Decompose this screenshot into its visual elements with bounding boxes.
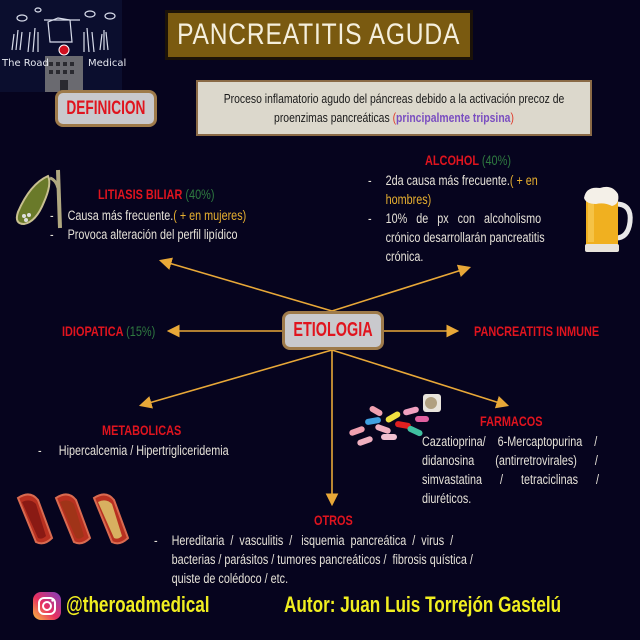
list-item: -Provoca alteración del perfil lipídico: [50, 227, 238, 242]
alcohol-percent: (40%): [481, 152, 511, 168]
section-metabolicas: METABOLICAS: [102, 422, 204, 440]
section-alcohol: ALCOHOL (40%): [425, 152, 535, 170]
farmacos-line: didanosina (antirretrovirales) /: [422, 453, 598, 468]
farmacos-line: diuréticos.: [422, 491, 472, 506]
page-title: PANCREATITIS AGUDA: [177, 18, 461, 51]
arrow-to-alcohol: [331, 264, 472, 312]
paren-open: (: [392, 110, 397, 125]
farmacos-line: Cazatioprina/ 6-Mercaptopurina /: [422, 434, 598, 449]
arrow-to-litiasis: [158, 257, 333, 312]
litiasis-list: -Causa más frecuente. ( + en mujeres) -P…: [50, 206, 246, 244]
section-litiasis-biliar: LITIASIS BILIAR (40%): [98, 186, 247, 204]
author-text: Autor: Juan Luis Torrejón Gastelú: [284, 592, 562, 617]
litiasis-percent: (40%): [185, 186, 215, 202]
list-item: -10% de px con alcoholismo: [368, 211, 542, 226]
definition-main-text: Proceso inflamatorio agudo del páncreas …: [223, 91, 565, 125]
section-idiopatica: IDIOPATICA (15%): [62, 323, 182, 341]
author-credit: Autor: Juan Luis Torrejón Gastelú: [284, 592, 639, 618]
metabolicas-heading: METABOLICAS: [102, 422, 182, 438]
list-item: -2da causa más frecuente. ( + en: [368, 173, 538, 188]
instagram-handle-link[interactable]: @theroadmedical: [66, 592, 250, 618]
otros-list: -Hereditaria / vasculitis / isquemia pan…: [154, 531, 614, 588]
paren-close: ): [510, 110, 514, 125]
logo-hands-icon: [0, 0, 122, 92]
pills-image: [349, 394, 441, 446]
the-road-medical-logo: The Road Medical: [0, 0, 126, 92]
section-farmacos: FARMACOS: [480, 413, 560, 431]
blood-vessels-image: [16, 493, 130, 545]
arrow-to-metabolicas: [138, 349, 333, 409]
farmacos-line: simvastatina / tetraciclinas /: [422, 472, 600, 487]
logo-text-left: The Road: [2, 58, 49, 69]
list-item: -Hereditaria / vasculitis / isquemia pan…: [154, 533, 454, 548]
definition-highlight: principalmente tripsina: [396, 110, 511, 125]
etiologia-box: ETIOLOGIA: [282, 311, 384, 350]
logo-text-right: Medical: [88, 58, 127, 69]
definition-label-box: DEFINICION: [55, 90, 157, 127]
idiopatica-heading: IDIOPATICA: [62, 323, 124, 339]
inmune-heading: PANCREATITIS INMUNE: [474, 323, 600, 339]
list-item: -Hipercalcemia / Hipertrigliceridemia: [38, 443, 229, 458]
alcohol-heading: ALCOHOL (40%): [425, 152, 511, 168]
instagram-handle[interactable]: @theroadmedical: [66, 592, 210, 617]
idiopatica-percent: (15%): [126, 323, 156, 339]
otros-heading: OTROS: [314, 512, 353, 528]
instagram-icon[interactable]: [32, 591, 62, 621]
gallbladder-image: [15, 169, 62, 229]
alcohol-list: -2da causa más frecuente. ( + en hombres…: [368, 171, 618, 266]
definition-label: DEFINICION: [66, 97, 146, 119]
farmacos-text: Cazatioprina/ 6-Mercaptopurina / didanos…: [422, 432, 618, 508]
litiasis-heading: LITIASIS BILIAR (40%): [98, 186, 215, 202]
section-pancreatitis-inmune: PANCREATITIS INMUNE: [474, 323, 634, 341]
section-otros: OTROS: [314, 512, 364, 530]
farmacos-heading: FARMACOS: [480, 413, 543, 429]
list-item: -Causa más frecuente. ( + en mujeres): [50, 208, 247, 223]
definition-box: Proceso inflamatorio agudo del páncreas …: [196, 80, 592, 136]
beer-mug-image: [584, 186, 633, 252]
definition-text: Proceso inflamatorio agudo del páncreas …: [202, 89, 586, 127]
page-title-banner: PANCREATITIS AGUDA: [165, 10, 473, 60]
metabolicas-list: -Hipercalcemia / Hipertrigliceridemia: [38, 441, 229, 460]
etiologia-label: ETIOLOGIA: [293, 319, 373, 341]
